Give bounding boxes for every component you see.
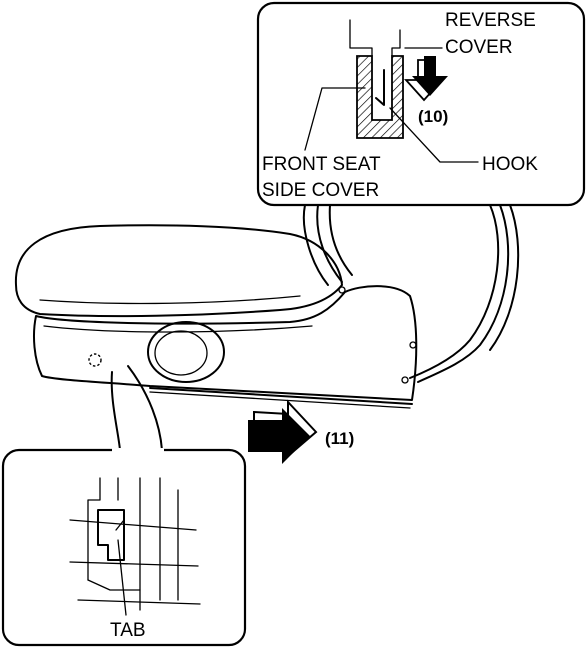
tab-leader	[117, 539, 127, 616]
seat-illustration	[14, 204, 520, 409]
tab-label: TAB	[110, 620, 146, 641]
step-11-label: (11)	[325, 429, 354, 448]
hook-detail-callout: (10) REVERSE COVER FRONT SEAT SIDE COVER…	[256, 1, 586, 207]
hook-label: HOOK	[482, 154, 538, 175]
tab-shape	[97, 509, 125, 561]
hook-shape	[375, 69, 385, 106]
hook-leader	[389, 107, 479, 163]
front-seat-leader	[304, 87, 366, 151]
step-10-label: (10)	[418, 107, 448, 126]
reverse-cover-label-line2: COVER	[445, 37, 513, 58]
tab-detail-callout: TAB	[1, 365, 247, 647]
arrow-right-icon	[248, 399, 318, 464]
step-11-arrow-group: (11)	[248, 399, 354, 464]
arrow-down-icon	[403, 56, 448, 102]
reverse-cover-label-line1: REVERSE	[445, 10, 536, 31]
front-seat-label-line1: FRONT SEAT	[262, 154, 381, 175]
front-seat-label-line2: SIDE COVER	[262, 180, 379, 201]
